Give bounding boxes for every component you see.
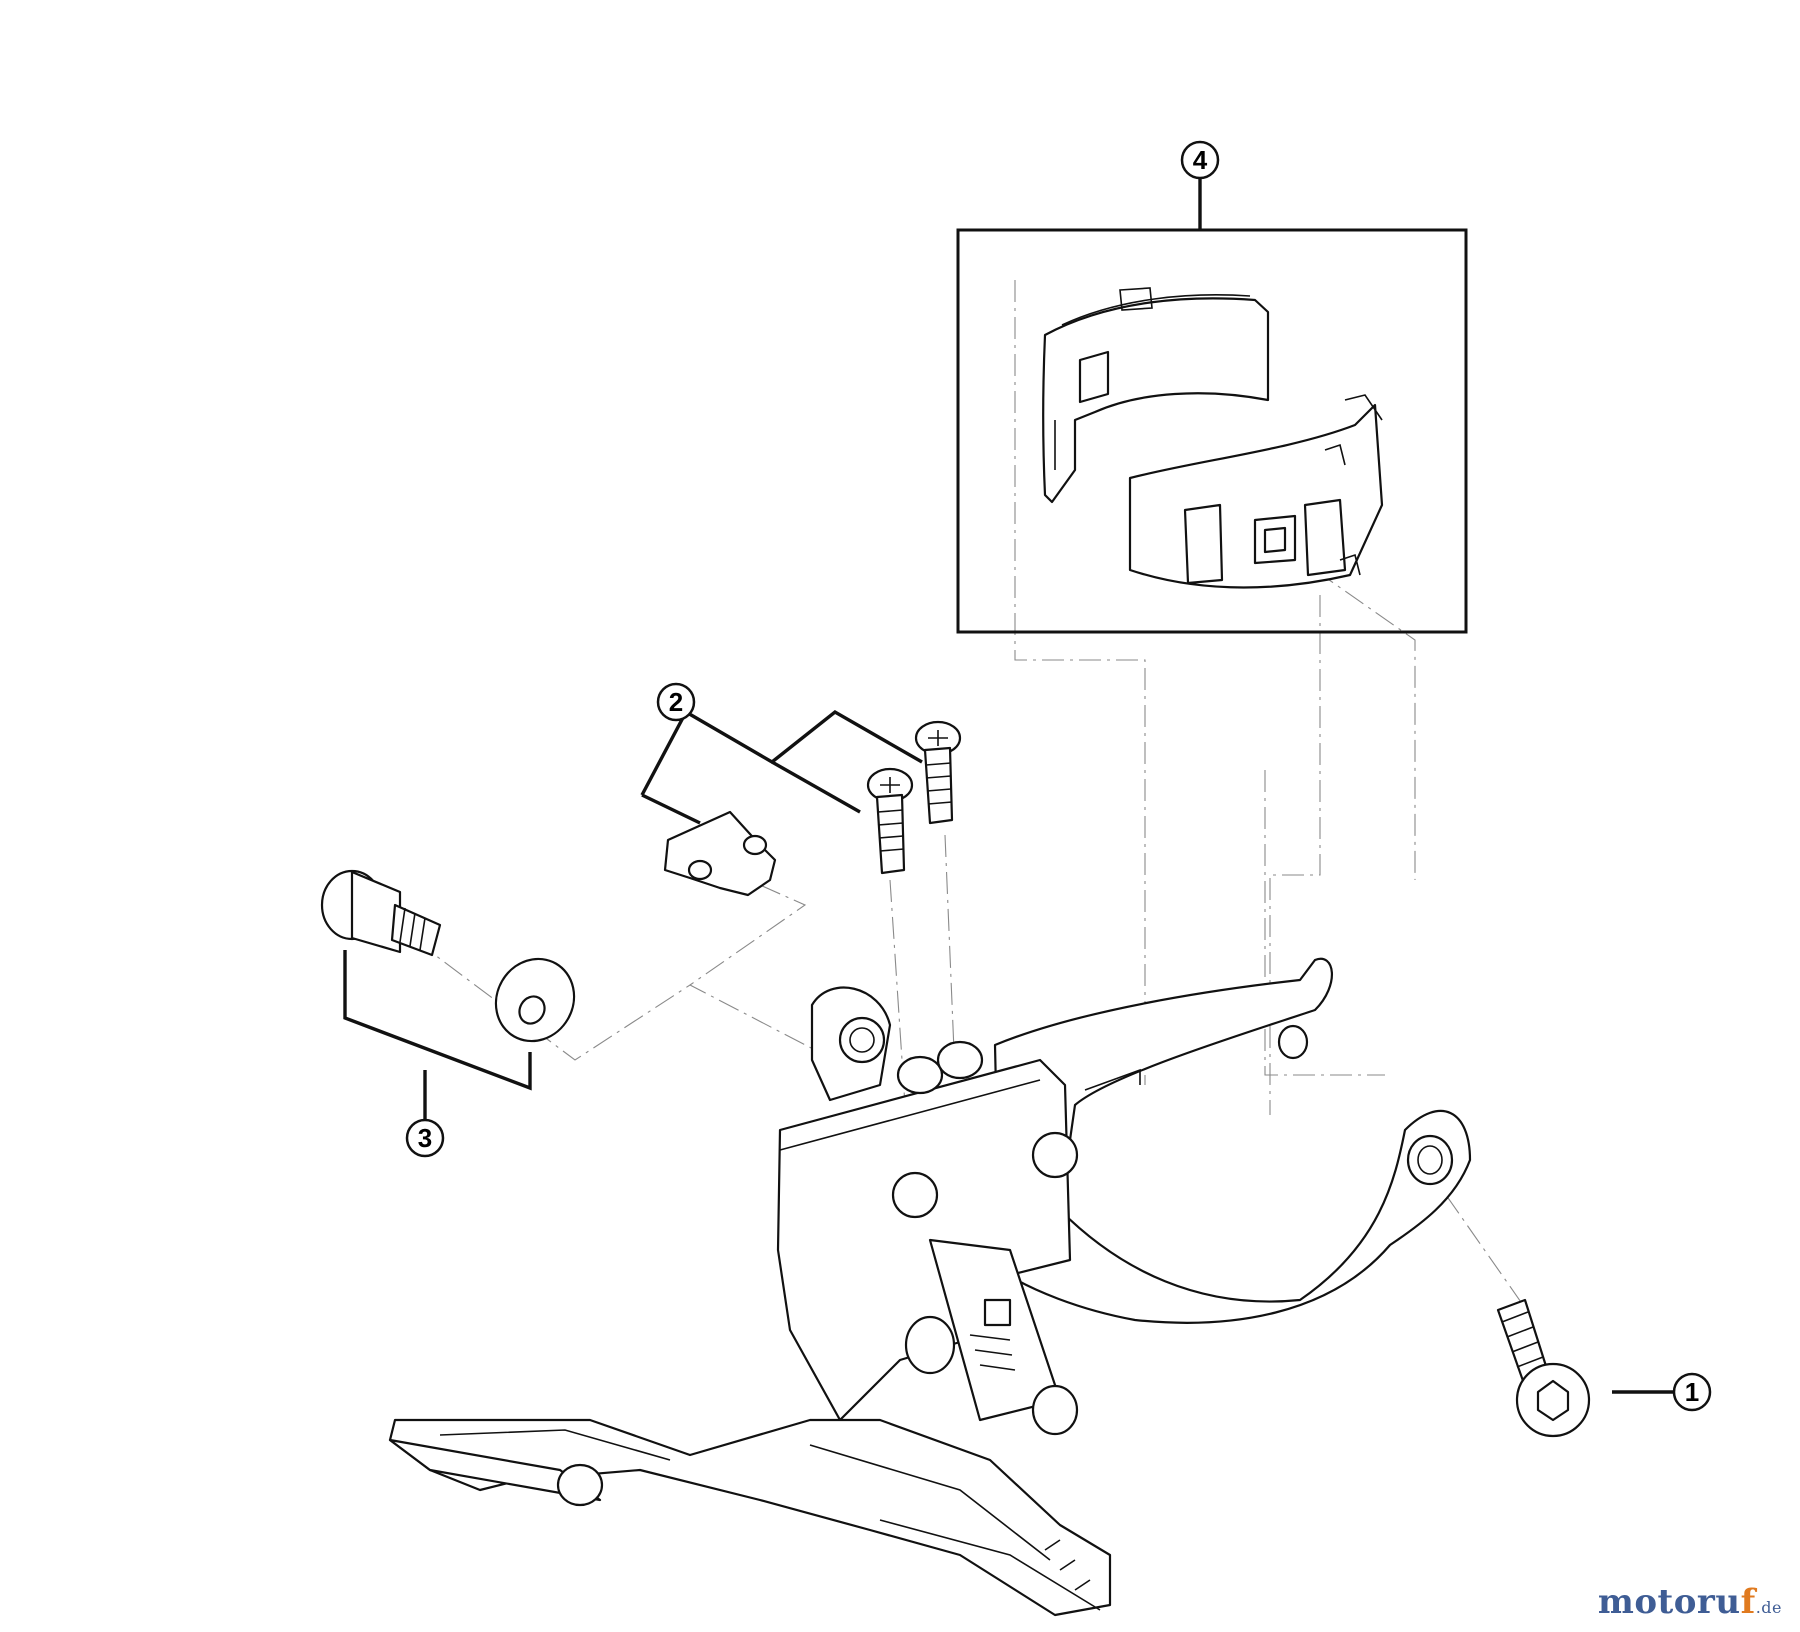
screw-plate-group: 2 bbox=[640, 682, 962, 897]
callout-4-badge bbox=[1180, 140, 1220, 180]
adapter-shim-lower bbox=[1128, 394, 1384, 589]
plate-screw-a bbox=[914, 720, 962, 825]
watermark-brand-accent: f bbox=[1740, 1582, 1756, 1622]
bolt-washer-group: 3 bbox=[320, 869, 576, 1158]
washer bbox=[494, 957, 576, 1043]
adapter-shim-upper bbox=[1042, 287, 1270, 504]
clamp-bolt-group: 1 bbox=[1496, 1298, 1712, 1438]
clamp-adapter-group: 4 bbox=[956, 140, 1468, 634]
callout-3-badge bbox=[405, 1118, 445, 1158]
watermark-logo: motoruf.de bbox=[1598, 1582, 1782, 1622]
clamp-fixing-bolt bbox=[1496, 1298, 1591, 1438]
callout-1-label: 1 bbox=[1685, 1377, 1699, 1407]
plate-screw-b bbox=[866, 767, 914, 875]
callout-2-badge bbox=[656, 682, 696, 722]
cable-guide-plate bbox=[663, 810, 777, 897]
watermark-brand: motoru bbox=[1597, 1582, 1741, 1622]
adapter-frame bbox=[956, 228, 1468, 634]
callout-2-label: 2 bbox=[669, 687, 683, 717]
front-derailleur-body bbox=[388, 957, 1472, 1617]
callout-3-label: 3 bbox=[418, 1123, 432, 1153]
callout-1-badge bbox=[1672, 1372, 1712, 1412]
callout-4-label: 4 bbox=[1193, 145, 1208, 175]
watermark-tld: .de bbox=[1755, 1598, 1782, 1617]
clamp-bolt bbox=[320, 869, 442, 957]
